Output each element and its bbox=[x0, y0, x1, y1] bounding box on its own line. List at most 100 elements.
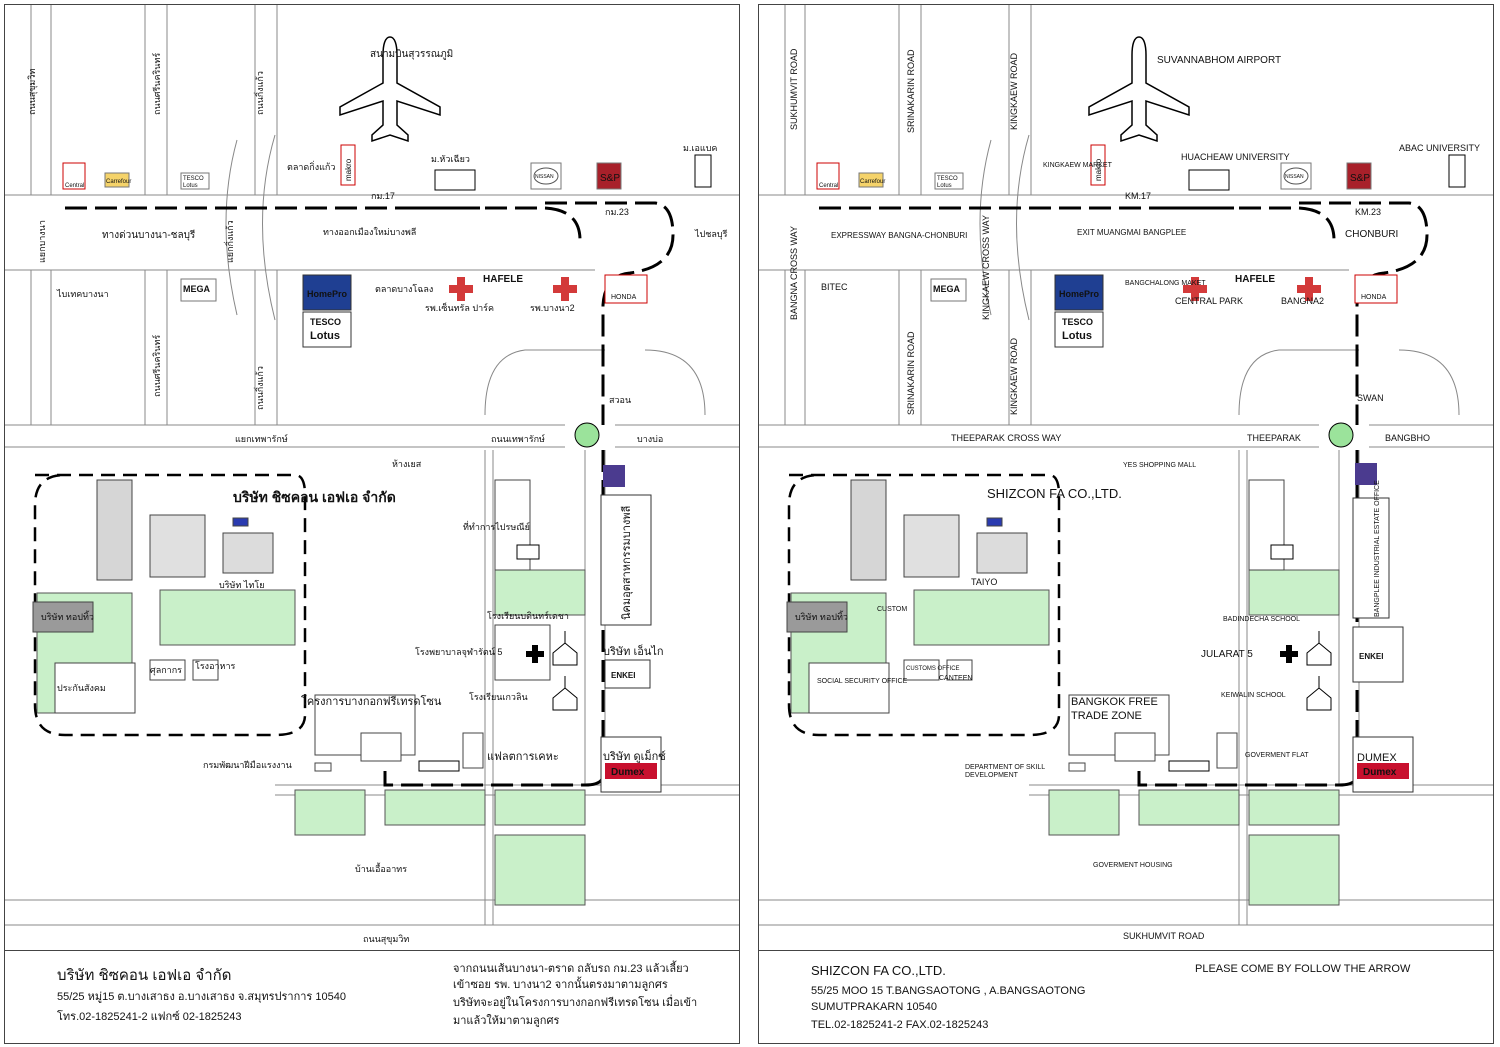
svg-text:TRADE ZONE: TRADE ZONE bbox=[1071, 710, 1142, 722]
svg-text:Central: Central bbox=[819, 183, 838, 189]
building-icon bbox=[1448, 154, 1466, 188]
footer-company: บริษัท ชิซคอน เอฟเอ จำกัด bbox=[57, 967, 232, 984]
svg-text:ม.หัวเฉียว: ม.หัวเฉียว bbox=[431, 154, 470, 164]
logo-honda: HONDA bbox=[1354, 274, 1398, 304]
svg-text:โรงเรียนบดินทร์เดชา: โรงเรียนบดินทร์เดชา bbox=[487, 610, 569, 621]
svg-text:SUKHUMVIT ROAD: SUKHUMVIT ROAD bbox=[1123, 931, 1205, 941]
logo-siam-bank bbox=[1355, 463, 1377, 485]
hospital-cross-icon bbox=[526, 645, 544, 663]
svg-text:Carrefour: Carrefour bbox=[106, 179, 131, 185]
svg-text:Dumex: Dumex bbox=[611, 767, 645, 778]
svg-text:CHONBURI: CHONBURI bbox=[1345, 229, 1398, 240]
logo-tesco-small: TESCO Lotus bbox=[934, 172, 964, 190]
svg-text:EXPRESSWAY BANGNA-CHONBURI: EXPRESSWAY BANGNA-CHONBURI bbox=[831, 231, 967, 240]
footer-directions-3: บริษัทจะอยู่ในโครงการบางกอกฟรีเทรดโซน เม… bbox=[453, 997, 698, 1009]
svg-text:CENTRAL PARK: CENTRAL PARK bbox=[1175, 296, 1243, 306]
svg-text:รพ.บางนา2: รพ.บางนา2 bbox=[530, 303, 575, 313]
svg-text:S&P: S&P bbox=[1350, 173, 1370, 184]
svg-text:Lotus: Lotus bbox=[1062, 330, 1092, 342]
industrial-estate-box bbox=[1352, 497, 1390, 619]
svg-text:ถนนกิ่งแก้ว: ถนนกิ่งแก้ว bbox=[253, 366, 265, 410]
footer-directions-4: มาแล้วให้มาตามลูกศร bbox=[453, 1015, 560, 1027]
svg-text:DEPARTMENT OF SKILL: DEPARTMENT OF SKILL bbox=[965, 764, 1045, 771]
logo-carrefour: Carrefour bbox=[858, 172, 885, 188]
svg-text:ตลาดบางโฉลง: ตลาดบางโฉลง bbox=[375, 284, 433, 294]
svg-text:ที่ทำการไปรษณีย์: ที่ทำการไปรษณีย์ bbox=[463, 520, 530, 532]
svg-text:BANGNA CROSS WAY: BANGNA CROSS WAY bbox=[789, 226, 799, 320]
svg-text:โรงอาหาร: โรงอาหาร bbox=[195, 661, 236, 671]
logo-hafele: HAFELE bbox=[483, 274, 523, 285]
footer-company: SHIZCON FA CO.,LTD. bbox=[811, 963, 946, 978]
logo-central: Central bbox=[62, 162, 86, 190]
footer-address-line2: SUMUTPRAKARN 10540 bbox=[811, 1001, 937, 1013]
svg-text:Lotus: Lotus bbox=[937, 183, 952, 189]
svg-text:HUACHEAW UNIVERSITY: HUACHEAW UNIVERSITY bbox=[1181, 152, 1290, 162]
svg-text:DUMEX: DUMEX bbox=[1357, 752, 1397, 764]
logo-sp: S&P bbox=[1346, 162, 1372, 190]
svg-text:KM.17: KM.17 bbox=[1125, 191, 1151, 201]
footer-directions-2: เข้าซอย รพ. บางนา2 จากนั้นตรงมาตามลูกศร bbox=[453, 979, 668, 991]
svg-text:KEIWALIN SCHOOL: KEIWALIN SCHOOL bbox=[1221, 692, 1286, 699]
school-flag-icon bbox=[552, 631, 578, 711]
svg-text:KINGKAEW CROSS WAY: KINGKAEW CROSS WAY bbox=[981, 215, 991, 320]
svg-text:ENKEI: ENKEI bbox=[1359, 652, 1383, 661]
svg-text:BANGKOK FREE: BANGKOK FREE bbox=[1071, 696, 1158, 708]
logo-makro: makro bbox=[1090, 144, 1106, 186]
svg-text:EXIT MUANGMAI BANGPLEE: EXIT MUANGMAI BANGPLEE bbox=[1077, 228, 1186, 237]
svg-text:THEEPARAK: THEEPARAK bbox=[1247, 433, 1301, 443]
logo-mega: MEGA bbox=[180, 278, 217, 302]
svg-text:makro: makro bbox=[344, 158, 353, 181]
logo-tesco-lotus: TESCO Lotus bbox=[1054, 311, 1104, 348]
svg-text:NISSAN: NISSAN bbox=[535, 174, 554, 180]
svg-text:บริษัท ไทโย: บริษัท ไทโย bbox=[219, 580, 264, 590]
logo-homepro: HomePro bbox=[1054, 274, 1104, 311]
svg-text:แฟลตการเคหะ: แฟลตการเคหะ bbox=[487, 751, 559, 763]
svg-text:S&P: S&P bbox=[600, 173, 620, 184]
footer-directions-1: จากถนนเส้นบางนา-ตราด ถลับรถ กม.23 แล้วเล… bbox=[453, 963, 689, 975]
building-icon bbox=[694, 154, 712, 188]
logo-honda: HONDA bbox=[604, 274, 648, 304]
svg-text:กรมพัฒนาฝีมือแรงงาน: กรมพัฒนาฝีมือแรงงาน bbox=[203, 760, 292, 770]
logo-dumex: Dumex bbox=[600, 736, 662, 793]
svg-text:BANGNA2: BANGNA2 bbox=[1281, 296, 1324, 306]
svg-text:KINGKAEW ROAD: KINGKAEW ROAD bbox=[1009, 337, 1019, 415]
svg-text:แยกเทพารักษ์: แยกเทพารักษ์ bbox=[235, 433, 288, 444]
english-map-svg: Central Carrefour TESCO Lotus makro NISS… bbox=[759, 5, 1493, 941]
svg-text:Lotus: Lotus bbox=[310, 330, 340, 342]
hospital-cross-icon bbox=[1183, 277, 1321, 301]
svg-text:SUVANNABHOM AIRPORT: SUVANNABHOM AIRPORT bbox=[1157, 55, 1281, 66]
svg-text:TESCO: TESCO bbox=[1062, 317, 1093, 327]
logo-enkei: ENKEI bbox=[604, 659, 651, 689]
svg-text:บริษัท ทอปทิ้ว: บริษัท ทอปทิ้ว bbox=[795, 610, 848, 622]
thai-map-svg: Central Carrefour TESCO Lotus makro NISS… bbox=[5, 5, 739, 945]
svg-text:บริษัท ชิซคอน เอฟเอ จำกัด: บริษัท ชิซคอน เอฟเอ จำกัด bbox=[233, 489, 396, 505]
svg-text:TESCO: TESCO bbox=[183, 176, 204, 182]
svg-text:SHIZCON FA CO.,LTD.: SHIZCON FA CO.,LTD. bbox=[987, 486, 1122, 501]
bus-icon bbox=[418, 760, 460, 772]
svg-text:ทางออกเมืองใหม่บางพลี: ทางออกเมืองใหม่บางพลี bbox=[323, 227, 416, 237]
english-map-panel: Central Carrefour TESCO Lotus makro NISS… bbox=[758, 4, 1494, 1044]
logo-central: Central bbox=[816, 162, 840, 190]
english-footer: SHIZCON FA CO.,LTD. 55/25 MOO 15 T.BANGS… bbox=[759, 950, 1493, 1043]
svg-text:KM.23: KM.23 bbox=[1355, 207, 1381, 217]
airplane-icon bbox=[1088, 36, 1190, 143]
svg-text:MEGA: MEGA bbox=[933, 284, 961, 294]
svg-text:JULARAT 5: JULARAT 5 bbox=[1201, 649, 1253, 660]
footer-tel: TEL.02-1825241-2 FAX.02-1825243 bbox=[811, 1019, 989, 1031]
logo-nissan: NISSAN bbox=[1280, 162, 1312, 190]
logo-carrefour: Carrefour bbox=[104, 172, 131, 188]
footer-tel: โทร.02-1825241-2 แฟกซ์ 02-1825243 bbox=[57, 1011, 242, 1023]
svg-text:SOCIAL SECURITY OFFICE: SOCIAL SECURITY OFFICE bbox=[817, 678, 908, 685]
svg-text:MEGA: MEGA bbox=[183, 284, 211, 294]
svg-text:HomePro: HomePro bbox=[307, 289, 348, 299]
svg-text:ถนนศรีนครินทร์: ถนนศรีนครินทร์ bbox=[151, 335, 162, 397]
svg-text:Lotus: Lotus bbox=[183, 183, 198, 189]
svg-text:GOVERMENT FLAT: GOVERMENT FLAT bbox=[1245, 752, 1309, 759]
svg-text:KINGKAEW MARKET: KINGKAEW MARKET bbox=[1043, 162, 1113, 169]
svg-text:BANGBHO: BANGBHO bbox=[1385, 433, 1430, 443]
svg-text:BANGPLEE INDUSTRIAL ESTATE OFF: BANGPLEE INDUSTRIAL ESTATE OFFICE bbox=[1374, 480, 1381, 617]
svg-text:โครงการบางกอกฟรีเทรดโซน: โครงการบางกอกฟรีเทรดโซน bbox=[301, 694, 442, 708]
svg-text:บริษัท ดูเม็กซ์: บริษัท ดูเม็กซ์ bbox=[603, 749, 666, 763]
roundabout-icon bbox=[574, 422, 600, 448]
svg-text:SWAN: SWAN bbox=[1357, 393, 1384, 403]
